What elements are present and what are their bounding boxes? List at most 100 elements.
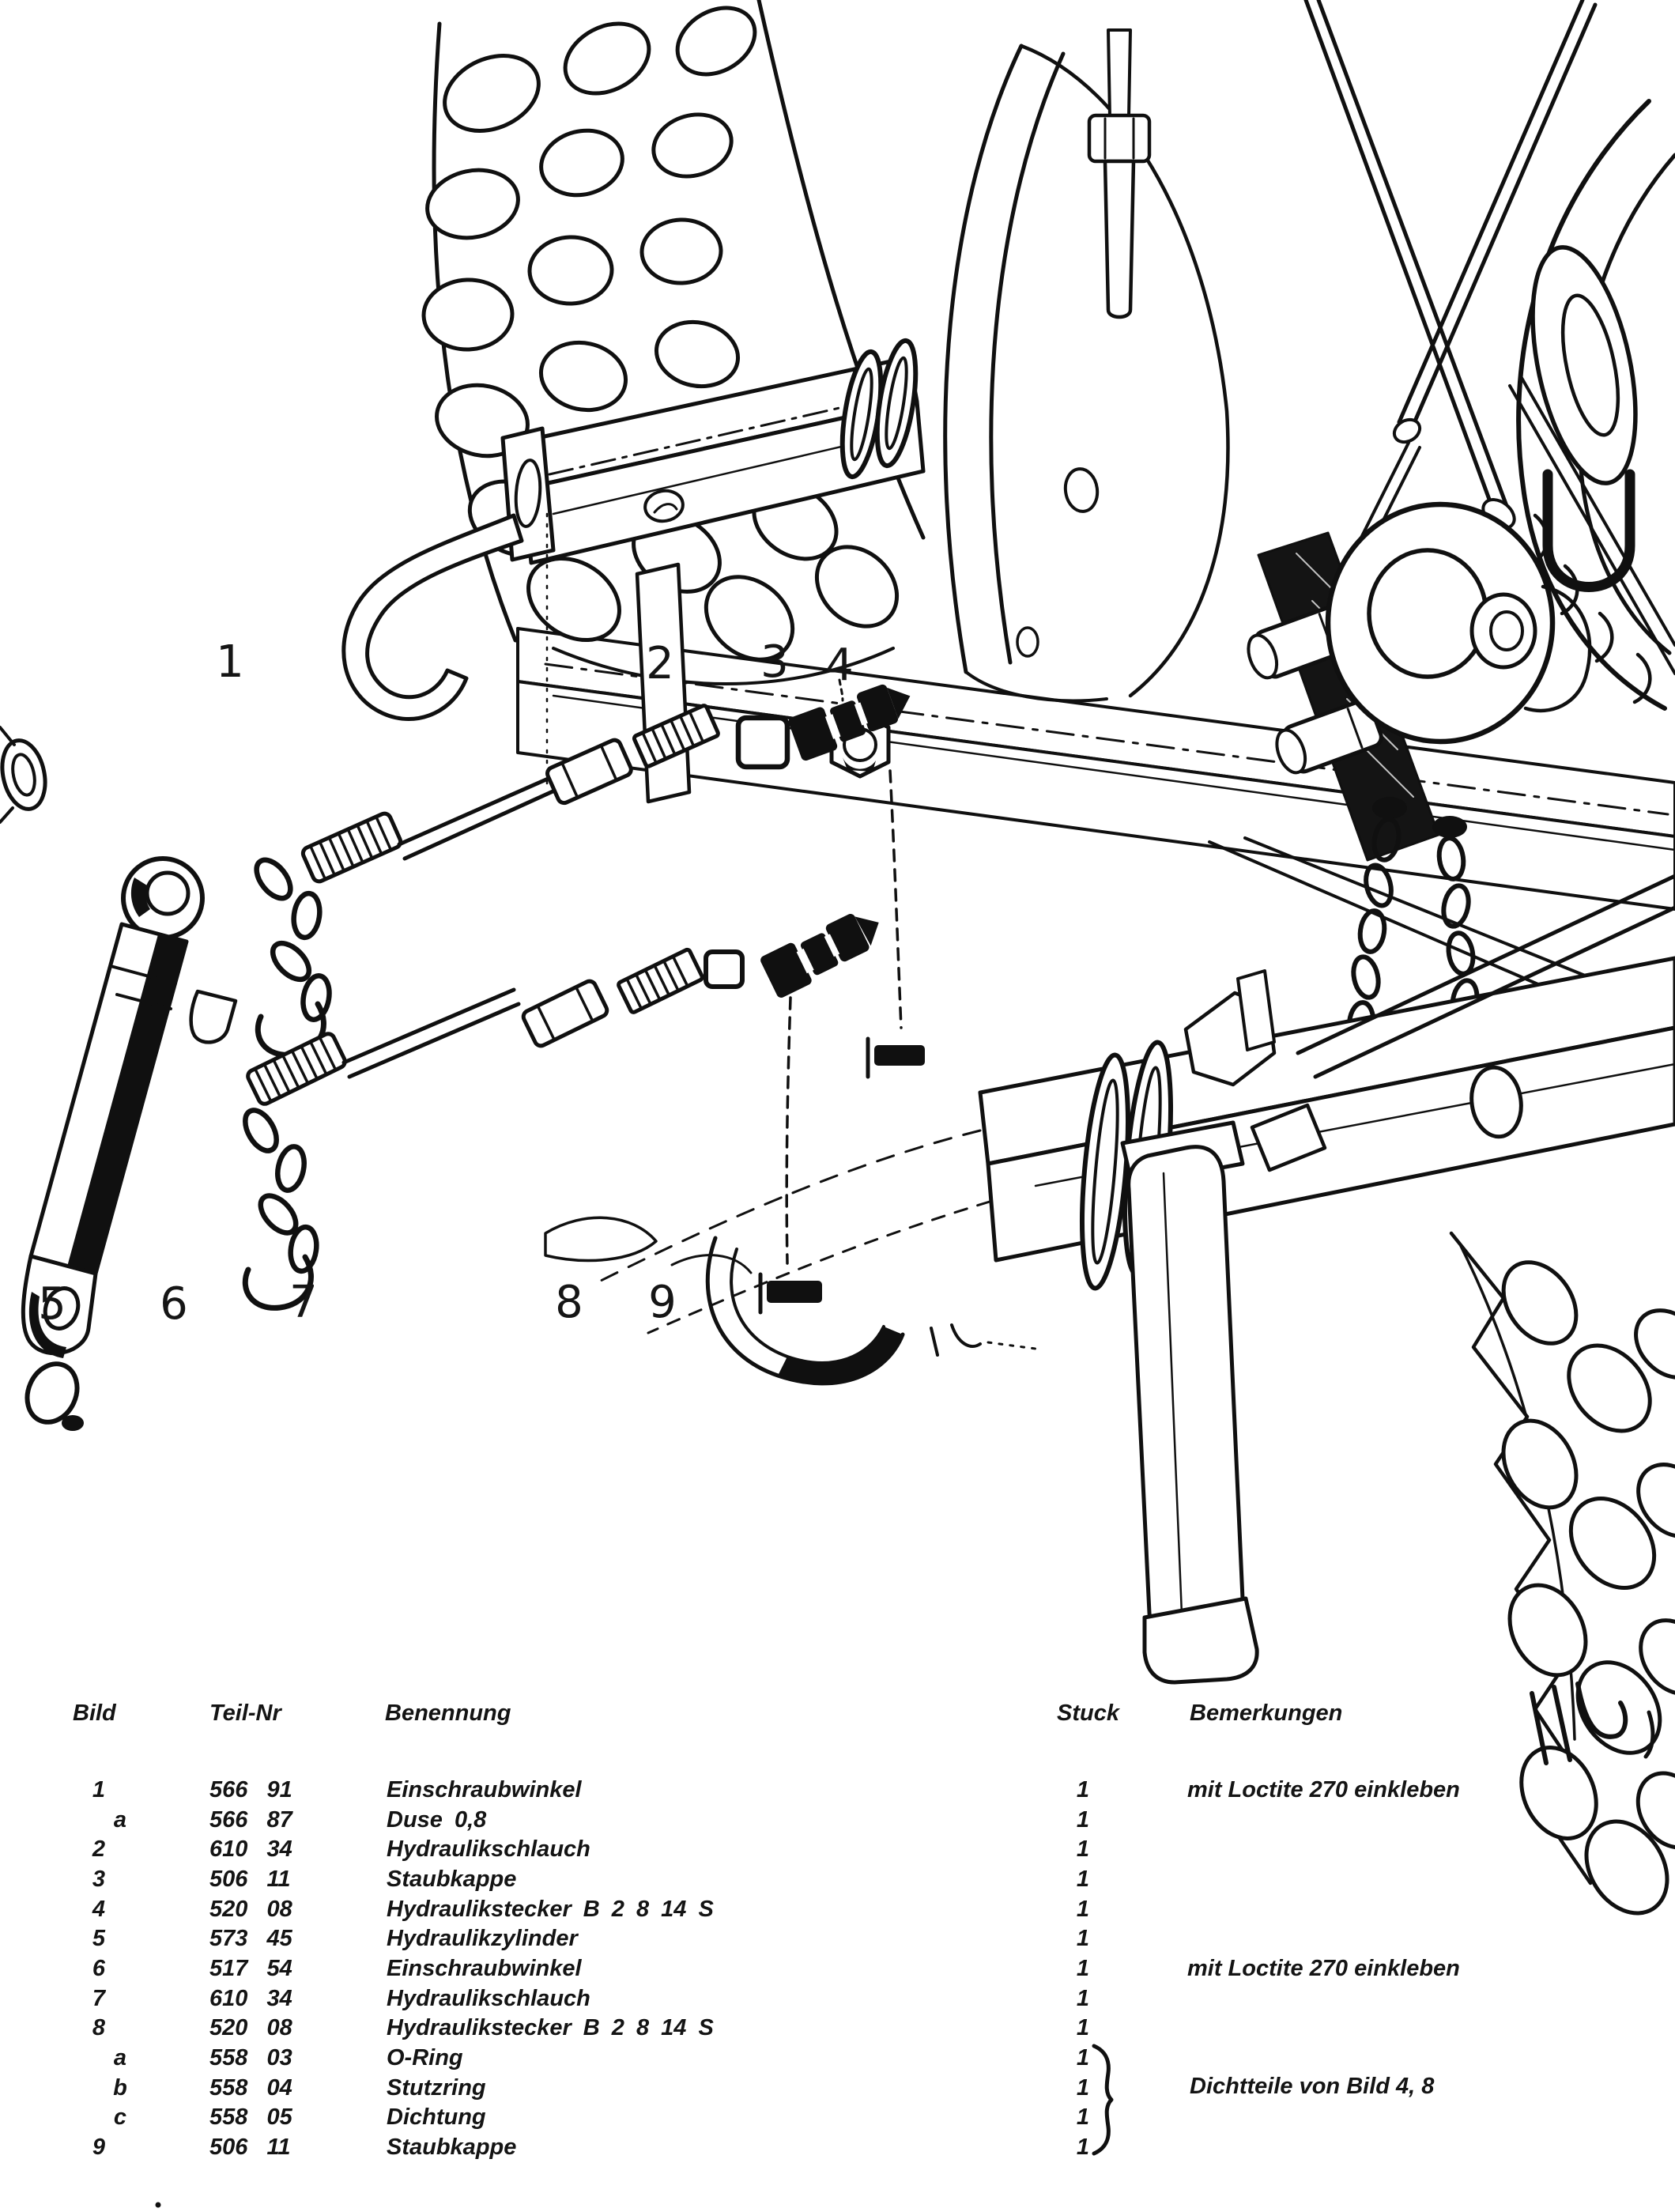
part-callout: 4 bbox=[825, 640, 854, 691]
linkage-rods bbox=[1303, 0, 1675, 675]
cell-benennung: Einschraubwinkel bbox=[387, 1776, 582, 1802]
part-callout: 2 bbox=[646, 638, 674, 689]
hydraulic-cylinder bbox=[21, 856, 238, 1431]
dust-cap-lower bbox=[704, 949, 745, 989]
hinge-bracket bbox=[1183, 969, 1277, 1087]
hose-assembly-upper bbox=[300, 678, 925, 1079]
part-callout: 6 bbox=[160, 1278, 188, 1330]
drawbar-hook bbox=[341, 513, 524, 722]
cell-bild: c bbox=[113, 2104, 127, 2131]
cell-benennung: Hydraulikstecker B 2 8 14 S bbox=[387, 1896, 714, 1922]
part-callout: 9 bbox=[648, 1277, 677, 1328]
group-brace bbox=[1092, 2044, 1114, 2156]
hydraulic-plug-upper bbox=[788, 684, 911, 761]
part-callout: 7 bbox=[289, 1277, 318, 1328]
cell-teil-nr: 566 87 bbox=[209, 1806, 292, 1833]
cell-teil-nr: 566 91 bbox=[209, 1776, 292, 1802]
table-row: 3 506 11 Staubkappe 1 bbox=[0, 1865, 1675, 1895]
stray-dot bbox=[155, 2202, 161, 2208]
table-row: c 558 05 Dichtung 1 bbox=[0, 2104, 1675, 2134]
header-teil-nr: Teil-Nr bbox=[209, 1701, 281, 1726]
cell-stueck: 1 bbox=[1076, 2104, 1090, 2131]
shackle bbox=[1542, 469, 1635, 592]
table-row: 9 506 11 Staubkappe 1 bbox=[0, 2133, 1675, 2163]
part-callout: 1 bbox=[216, 636, 244, 688]
cell-stueck: 1 bbox=[1076, 2045, 1090, 2071]
cell-teil-nr: 558 04 bbox=[209, 2074, 292, 2101]
cell-teil-nr: 520 08 bbox=[209, 1896, 292, 1922]
hose-assembly-lower bbox=[246, 913, 879, 1315]
hydraulic-hose-upper bbox=[397, 774, 560, 861]
cell-stueck: 1 bbox=[1076, 2135, 1090, 2161]
cell-stueck: 1 bbox=[1076, 1896, 1090, 1922]
header-bild: Bild bbox=[73, 1701, 116, 1726]
cell-stueck: 1 bbox=[1076, 1776, 1090, 1802]
cell-bild: 6 bbox=[92, 1956, 106, 1982]
cell-teil-nr: 506 11 bbox=[209, 1866, 291, 1892]
part-callout: 3 bbox=[760, 636, 789, 688]
cell-bild: a bbox=[113, 2045, 127, 2071]
cell-benennung: Stutzring bbox=[387, 2074, 486, 2101]
cell-bild: a bbox=[113, 1806, 127, 1833]
cell-bild: 8 bbox=[92, 2015, 106, 2041]
cell-bild: b bbox=[113, 2074, 127, 2101]
cell-benennung: Hydraulikschlauch bbox=[387, 1985, 590, 2011]
table-row: a 566 87 Duse 0,8 1 bbox=[0, 1806, 1675, 1836]
cell-bemerkung: mit Loctite 270 einkleben bbox=[1187, 1956, 1460, 1982]
cell-stueck: 1 bbox=[1076, 1806, 1090, 1833]
cell-teil-nr: 558 03 bbox=[209, 2045, 292, 2071]
elbow-fitting-upper bbox=[300, 811, 403, 884]
lower-frame-rail bbox=[544, 874, 1675, 1685]
cell-bemerkung: mit Loctite 270 einkleben bbox=[1187, 1776, 1460, 1802]
lifting-eye bbox=[1325, 469, 1635, 745]
table-row: 4 520 08 Hydraulikstecker B 2 8 14 S 1 bbox=[0, 1895, 1675, 1925]
left-edge-clevis bbox=[0, 726, 47, 824]
table-row: b 558 04 Stutzring 1 bbox=[0, 2074, 1675, 2104]
cell-stueck: 1 bbox=[1076, 1926, 1090, 1952]
table-row: a 558 03 O-Ring 1 bbox=[0, 2044, 1675, 2074]
table-row: 7 610 34 Hydraulikschlauch 1 bbox=[0, 1984, 1675, 2014]
cell-bild: 4 bbox=[92, 1896, 106, 1922]
part-callout: 5 bbox=[38, 1278, 66, 1330]
cell-stueck: 1 bbox=[1076, 1956, 1090, 1982]
cell-benennung: Hydraulikstecker B 2 8 14 S bbox=[387, 2015, 714, 2041]
table-row: 2 610 34 Hydraulikschlauch 1 bbox=[0, 1835, 1675, 1865]
cell-stueck: 1 bbox=[1076, 2074, 1090, 2101]
cell-teil-nr: 573 45 bbox=[209, 1926, 292, 1952]
cell-teil-nr: 517 54 bbox=[209, 1956, 292, 1982]
cell-benennung: Hydraulikschlauch bbox=[387, 1836, 590, 1863]
cell-bild: 3 bbox=[92, 1866, 106, 1892]
cell-benennung: Duse 0,8 bbox=[387, 1806, 487, 1833]
cell-stueck: 1 bbox=[1076, 1836, 1090, 1863]
part-callout: 8 bbox=[555, 1277, 583, 1328]
cell-benennung: Einschraubwinkel bbox=[387, 1956, 582, 1982]
seal-parts-note: Dichtteile von Bild 4, 8 bbox=[1190, 2074, 1435, 2099]
header-stueck: Stuck bbox=[1057, 1701, 1119, 1726]
hitch-pins bbox=[1247, 604, 1383, 775]
cell-teil-nr: 610 34 bbox=[209, 1836, 292, 1863]
pen-scribble bbox=[1530, 1682, 1655, 1765]
cell-benennung: O-Ring bbox=[387, 2045, 463, 2071]
lower-hook bbox=[705, 1236, 905, 1386]
cell-teil-nr: 610 34 bbox=[209, 1985, 292, 2011]
hydraulic-plug-lower bbox=[760, 913, 879, 998]
cell-teil-nr: 506 11 bbox=[209, 2135, 291, 2161]
cell-stueck: 1 bbox=[1076, 2015, 1090, 2041]
header-benennung: Benennung bbox=[385, 1701, 511, 1726]
cell-bild: 9 bbox=[92, 2135, 106, 2161]
cell-benennung: Staubkappe bbox=[387, 1866, 517, 1892]
cell-bild: 2 bbox=[92, 1836, 106, 1863]
cell-stueck: 1 bbox=[1076, 1866, 1090, 1892]
cell-bild: 5 bbox=[92, 1926, 106, 1952]
hydraulic-hose-lower bbox=[341, 987, 521, 1079]
table-row: 8 520 08 Hydraulikstecker B 2 8 14 S 1 bbox=[0, 2014, 1675, 2044]
table-row: 1 566 91 Einschraubwinkel 1 mit Loctite … bbox=[0, 1776, 1675, 1806]
dust-cap-upper bbox=[735, 715, 790, 770]
header-bemerkungen: Bemerkungen bbox=[1190, 1701, 1343, 1726]
support-handle bbox=[1120, 1120, 1259, 1685]
cell-benennung: Dichtung bbox=[387, 2104, 486, 2131]
table-row: 6 517 54 Einschraubwinkel 1 mit Loctite … bbox=[0, 1954, 1675, 1984]
cell-stueck: 1 bbox=[1076, 1985, 1090, 2011]
cell-bild: 7 bbox=[92, 1985, 106, 2011]
